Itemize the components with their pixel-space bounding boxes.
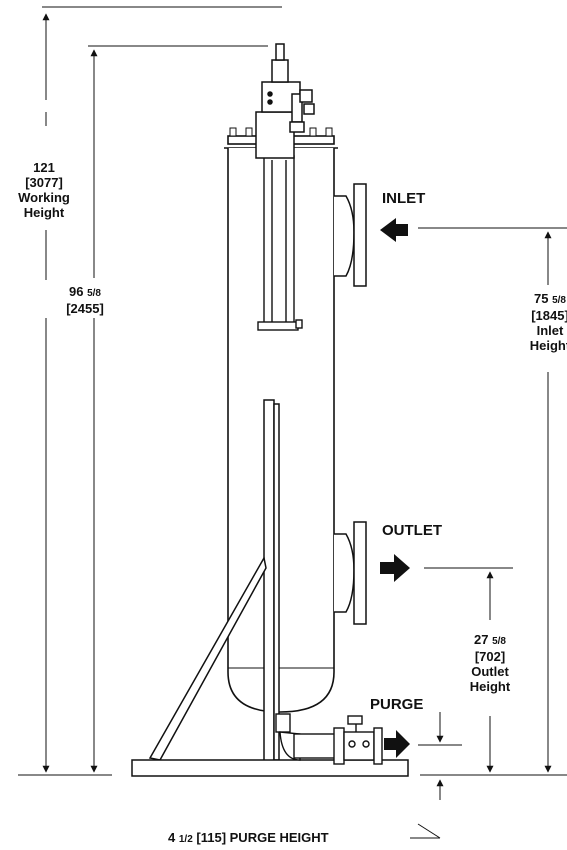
working-height-dimension [18,6,282,776]
outlet-height-dimension [424,567,513,773]
overall-height-dimension [88,45,268,773]
outlet-nozzle [334,521,367,625]
purge-height-dimension [410,712,462,839]
purge-valve [275,713,383,765]
inlet-height-label: 75 5/8 [1845] Inlet Height [529,291,567,353]
purge-arrow-icon [384,730,410,758]
working-height-label: 121 [3077] Working Height [18,160,70,220]
inlet-nozzle [334,183,367,287]
overall-height-label: 96 5/8 [2455] [66,284,104,316]
inlet-port-label: INLET [382,190,426,207]
inlet-height-dimension [418,227,567,776]
outlet-arrow-icon [380,554,410,582]
purge-height-label: 4 1/2 [115] PURGE HEIGHT [168,830,329,845]
head-assembly [255,43,315,159]
outlet-height-label: 27 5/8 [702] Outlet Height [469,632,511,694]
outlet-port-label: OUTLET [382,522,442,539]
inlet-arrow-icon [380,218,408,242]
purge-port-label: PURGE [370,696,424,713]
